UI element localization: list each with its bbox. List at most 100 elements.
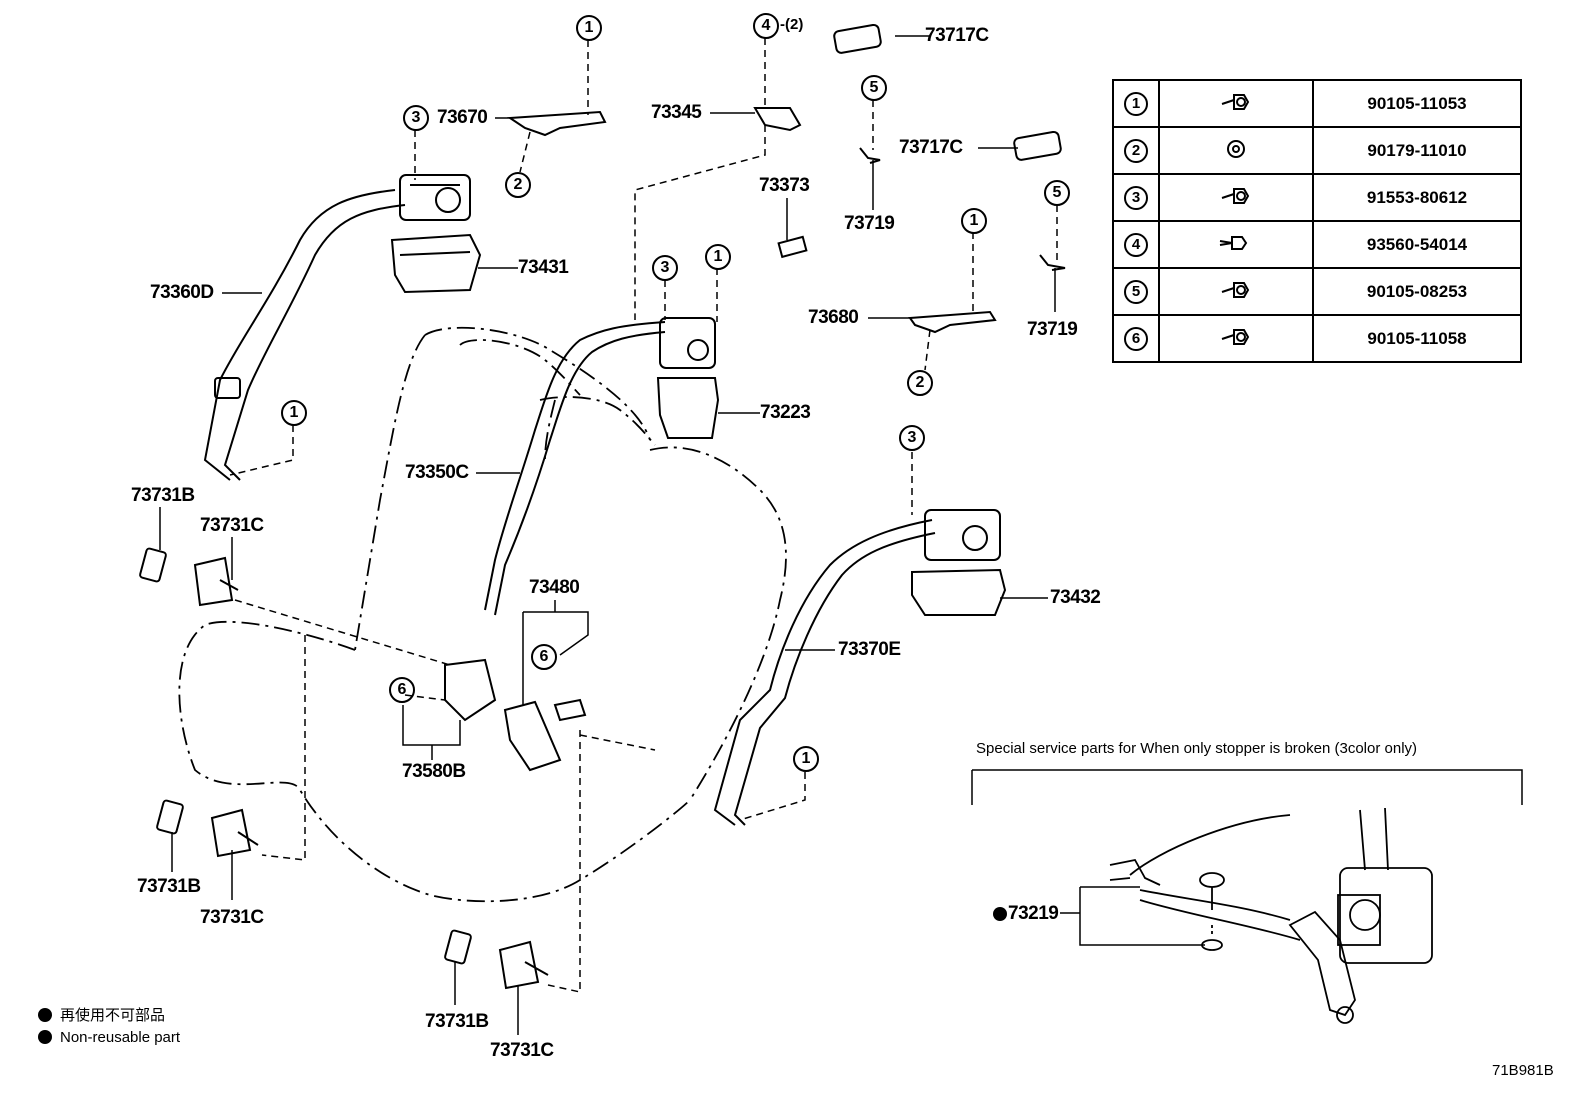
fastener-row: 5 90105-08253 — [1112, 267, 1522, 316]
fastener-ref: 2 — [1124, 138, 1148, 163]
legend-en: Non-reusable part — [38, 1029, 180, 1046]
fastener-part-number: 90105-11058 — [1312, 314, 1522, 363]
cover-73717C-right — [1013, 130, 1062, 161]
part-label-73731C: 73731C — [490, 1040, 554, 1061]
callout-1: 1 — [281, 400, 307, 426]
leader-lines — [159, 35, 1523, 1035]
fastener-part-number: 90105-11053 — [1312, 79, 1522, 128]
legend-en-text: Non-reusable part — [60, 1029, 181, 1046]
callout-1: 1 — [705, 244, 731, 270]
fastener-row: 6 90105-11058 — [1112, 314, 1522, 363]
retractor-73370E — [924, 509, 1001, 561]
part-label-73370E: 73370E — [838, 639, 901, 660]
fastener-ref-cell: 5 — [1112, 267, 1160, 316]
bolt-icon — [1221, 187, 1250, 204]
bolt-icon — [1221, 93, 1250, 110]
fastener-icon-cell — [1158, 173, 1314, 222]
dashed-leaders — [229, 38, 1058, 993]
fastener-ref: 4 — [1124, 232, 1148, 257]
fastener-part-number: 90105-08253 — [1312, 267, 1522, 316]
callout-6: 6 — [389, 677, 415, 703]
fastener-row: 3 91553-80612 — [1112, 173, 1522, 222]
fastener-table: 1 90105-11053 2 90179-11010 3 91553-80612 4 935… — [1112, 79, 1522, 363]
bracket-73670 — [506, 110, 607, 137]
part-label-73580B: 73580B — [402, 761, 466, 782]
belt-73370E — [713, 519, 936, 826]
callout-2: 2 — [907, 370, 933, 396]
clip-73373 — [777, 235, 808, 259]
part-label-73731C: 73731C — [200, 515, 264, 536]
fastener-row: 1 90105-11053 — [1112, 79, 1522, 128]
callout-6: 6 — [531, 644, 557, 670]
part-label-73360D: 73360D — [150, 282, 214, 303]
part-label-73731B: 73731B — [131, 485, 195, 506]
bracket-73345 — [753, 107, 802, 132]
part-label-73223: 73223 — [760, 402, 811, 423]
bolt-icon — [1221, 281, 1250, 298]
fastener-ref: 3 — [1124, 185, 1148, 210]
fastener-icon-cell — [1158, 126, 1314, 175]
cover-73431 — [390, 233, 482, 294]
fastener-part-number: 90179-11010 — [1312, 126, 1522, 175]
clip-73731C-b — [210, 808, 259, 858]
callout-2: 2 — [505, 172, 531, 198]
legend-jp-text: 再使用不可部品 — [60, 1007, 166, 1024]
fastener-ref-cell: 2 — [1112, 126, 1160, 175]
bolt-icon — [1221, 328, 1250, 345]
bolt-icon — [1219, 235, 1248, 250]
clip-73731C-c — [498, 940, 549, 990]
fastener-ref: 6 — [1124, 326, 1148, 351]
retractor-73350C — [659, 317, 716, 369]
fastener-ref: 5 — [1124, 279, 1148, 304]
fastener-icon-cell — [1158, 220, 1314, 269]
belt-73360D — [203, 189, 406, 481]
special-service-note: Special service parts for When only stop… — [976, 740, 1418, 757]
bracket-73680 — [908, 310, 997, 334]
part-label-73350C: 73350C — [405, 462, 469, 483]
fastener-ref-cell: 3 — [1112, 173, 1160, 222]
callout-3: 3 — [899, 425, 925, 451]
pin-73719-right — [1039, 254, 1066, 271]
part-label-73373: 73373 — [759, 175, 810, 196]
callout-3: 3 — [403, 105, 429, 131]
callout-1: 1 — [576, 15, 602, 41]
clip-73731B-b — [156, 799, 184, 835]
non-reusable-dot-icon — [38, 1008, 52, 1022]
part-label-73219: 73219 — [993, 903, 1059, 924]
quantity-note: -(2) — [780, 16, 804, 33]
part-label-73717C: 73717C — [925, 25, 989, 46]
fastener-ref: 1 — [1124, 91, 1148, 116]
fastener-ref-cell: 6 — [1112, 314, 1160, 363]
fastener-ref-cell: 1 — [1112, 79, 1160, 128]
callout-5: 5 — [861, 75, 887, 101]
part-label-73345: 73345 — [651, 102, 702, 123]
non-reusable-dot-icon — [38, 1030, 52, 1044]
pin-73719-left — [859, 147, 881, 164]
part-label-73432: 73432 — [1050, 587, 1101, 608]
fastener-part-number: 93560-54014 — [1312, 220, 1522, 269]
legend-jp: 再使用不可部品 — [38, 1004, 165, 1025]
part-label-73480: 73480 — [529, 577, 580, 598]
part-label-73680: 73680 — [808, 307, 859, 328]
part-label-73431: 73431 — [518, 257, 569, 278]
fastener-ref-cell: 4 — [1112, 220, 1160, 269]
detail-illustration — [1109, 807, 1433, 1024]
cover-73717C-top — [833, 23, 882, 54]
fastener-part-number: 91553-80612 — [1312, 173, 1522, 222]
part-label-73719: 73719 — [844, 213, 895, 234]
part-label-73731C: 73731C — [200, 907, 264, 928]
part-label-73731B: 73731B — [425, 1011, 489, 1032]
seat-outline — [178, 326, 787, 903]
part-label-73670: 73670 — [437, 107, 488, 128]
fastener-row: 2 90179-11010 — [1112, 126, 1522, 175]
buckle-73480 — [503, 698, 587, 772]
diagram-id: 71B981B — [1492, 1062, 1554, 1079]
part-label-73219-text: 73219 — [1008, 903, 1059, 924]
retractor-73360D — [399, 174, 471, 221]
callout-1: 1 — [793, 746, 819, 772]
cover-73223 — [656, 377, 720, 439]
clip-73731C-a — [193, 556, 239, 607]
non-reusable-dot-icon — [993, 907, 1007, 921]
callout-1: 1 — [961, 208, 987, 234]
part-label-73731B: 73731B — [137, 876, 201, 897]
